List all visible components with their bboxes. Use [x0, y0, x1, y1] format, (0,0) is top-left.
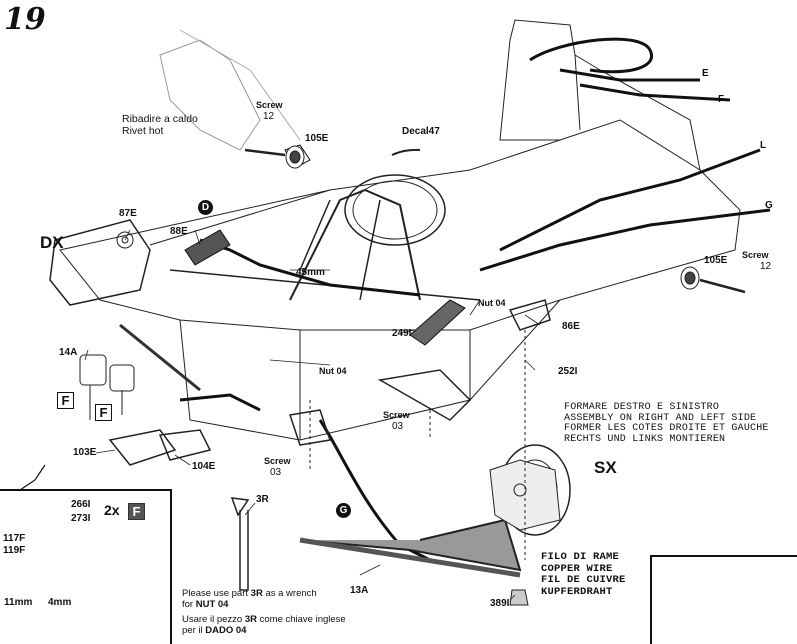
wrench-3R [230, 497, 250, 591]
rivet-note-it: Ribadire a caldo [122, 113, 198, 125]
label-117F: 117F [3, 533, 26, 544]
label-screw-03-center: Screw [383, 410, 410, 420]
label-nut-04-right: Nut 04 [478, 298, 506, 308]
hand-outline [159, 39, 261, 151]
label-decal-47: Decal47 [402, 126, 440, 137]
label-389I: 389I [490, 598, 510, 609]
copper-wire-en: COPPER WIRE [541, 562, 613, 575]
copper-wire-it: FILO DI RAME [541, 551, 620, 563]
wire-letter-E: E [702, 68, 709, 79]
part-249I [409, 299, 466, 346]
assembly-note-it: FORMARE DESTRO E SINISTRO [564, 402, 720, 413]
step-number: 19 [4, 2, 46, 37]
side-label-right: DX [40, 233, 64, 252]
lower-wishbone [299, 518, 522, 572]
wire-letter-F: F [718, 94, 725, 105]
cable-e [559, 68, 700, 82]
label-11mm: 11mm [4, 597, 33, 608]
wrench-note-en: Please use part 3R as a wrench for NUT 0… [182, 588, 317, 610]
part-88E [184, 229, 231, 266]
cable-f [579, 83, 731, 102]
label-screw-12-right: Screw [742, 250, 769, 260]
wire-letter-L: L [760, 140, 767, 151]
label-screw-12-top-num: 12 [263, 111, 275, 122]
f-box-3: F [128, 503, 145, 520]
label-88E: 88E [170, 226, 188, 237]
steering-wheel [344, 174, 446, 246]
f-box-2: F [95, 404, 112, 421]
label-103E: 103E [73, 447, 97, 458]
label-252I: 252I [558, 366, 578, 377]
label-2x: 2x [104, 502, 120, 518]
label-86E: 86E [562, 321, 580, 332]
label-14A: 14A [59, 347, 78, 358]
copper-wire-note: FILO DI RAME COPPER WIRE FIL DE CUIVRE K… [541, 551, 626, 598]
label-4mm: 4mm [48, 597, 72, 608]
label-nut-04-center: Nut 04 [319, 366, 347, 376]
assembly-note-fr: FORMER LES COTES DROITE ET GAUCHE [564, 423, 769, 434]
wire-letter-G: G [765, 200, 773, 211]
label-273I: 273I [71, 513, 91, 524]
label-screw-03-center-num: 03 [392, 421, 404, 432]
cable-l [499, 148, 761, 252]
label-249I: 249I [392, 328, 412, 339]
front-upright-dx [49, 219, 151, 306]
label-87E: 87E [119, 208, 137, 219]
f-box-1: F [57, 392, 74, 409]
rivet-note-en: Rivet hot [122, 125, 164, 137]
label-105E-top: 105E [305, 133, 329, 144]
inset-copper-wire [650, 555, 797, 644]
inset-wire-lines [19, 464, 46, 491]
side-label-left: SX [594, 458, 617, 477]
label-45mm: 45mm [296, 267, 325, 278]
assembly-note-en: ASSEMBLY ON RIGHT AND LEFT SIDE [564, 412, 757, 424]
wrench-note-it: Usare il pezzo 3R come chiave inglese pe… [182, 614, 346, 636]
label-3R: 3R [256, 494, 269, 505]
copper-wire-fr: FIL DE CUIVRE [541, 574, 626, 586]
label-104E: 104E [192, 461, 216, 472]
label-screw-12-right-num: 12 [760, 261, 772, 272]
label-266I: 266I [71, 499, 91, 510]
label-105E-right: 105E [704, 255, 728, 266]
cable-g [479, 208, 771, 272]
callout-G: G [336, 503, 351, 518]
assembly-note-de: RECHTS UND LINKS MONTIEREN [564, 433, 726, 445]
assembly-note: FORMARE DESTRO E SINISTRO ASSEMBLY ON RI… [564, 402, 769, 445]
copper-wire-de: KUPFERDRAHT [541, 585, 613, 598]
label-screw-03-left-num: 03 [270, 467, 282, 478]
inset-shock-detail: 266I 273I 117F 119F 2x F 11mm 4mm [0, 489, 172, 644]
label-13A: 13A [350, 585, 369, 596]
label-screw-03-left: Screw [264, 456, 291, 466]
label-119F: 119F [3, 545, 26, 556]
label-screw-12-top: Screw [256, 100, 283, 110]
callout-D: D [198, 200, 213, 215]
